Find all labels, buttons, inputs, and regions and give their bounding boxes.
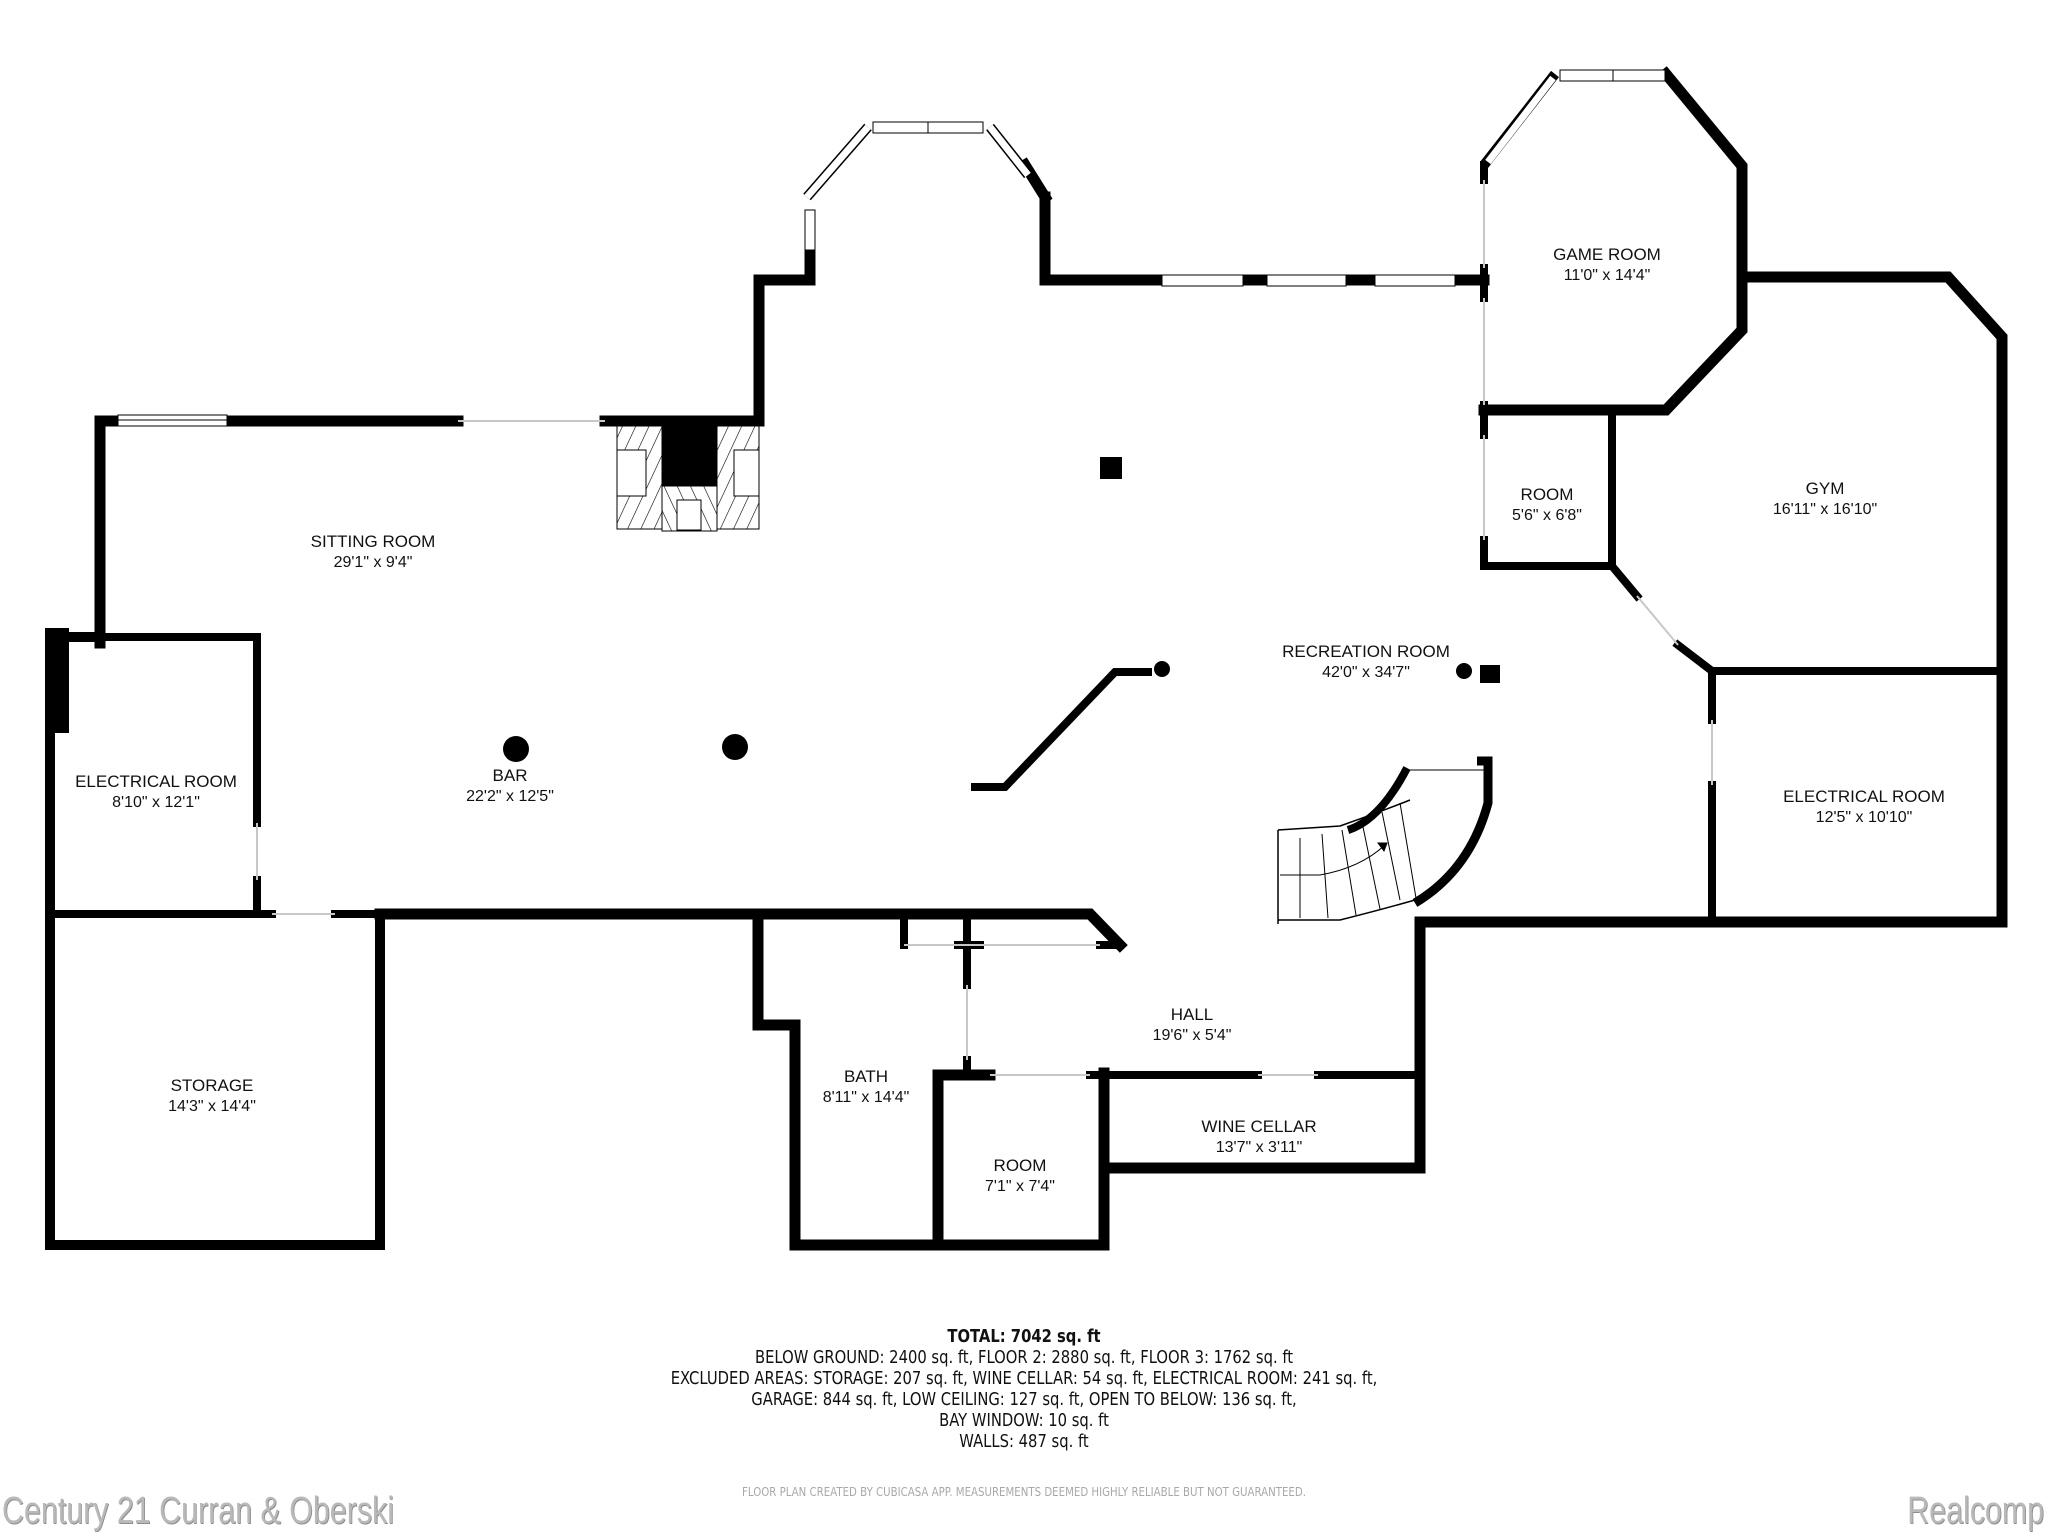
room-name: BATH (843, 1067, 889, 1086)
room-label-sitting-room: SITTING ROOM 29'1" x 9'4" (311, 531, 436, 573)
column-square-1 (1100, 457, 1122, 479)
wall-hall-top (374, 908, 1128, 953)
room-name: ELECTRICAL ROOM (75, 772, 237, 791)
door-openings (256, 180, 1713, 1076)
room-label-electrical-room-left: ELECTRICAL ROOM 8'10" x 12'1" (75, 771, 237, 813)
wall-elec-left (45, 632, 385, 1250)
room-dims: 29'1" x 9'4" (333, 554, 413, 571)
room-dims: 8'11" x 14'4" (822, 1089, 910, 1106)
wall-smallroom-diag-a (1606, 560, 1643, 602)
room-label-electrical-room-right: ELECTRICAL ROOM 12'5" x 10'10" (1783, 786, 1945, 828)
room-dims: 22'2" x 12'5" (466, 788, 554, 805)
area-summary: TOTAL: 7042 sq. ft BELOW GROUND: 2400 sq… (184, 1326, 1863, 1452)
wall-game-right (1478, 66, 1748, 416)
room-dims: 5'6" x 6'8" (1512, 507, 1582, 524)
room-label-storage: STORAGE 14'3" x 14'4" (168, 1075, 256, 1117)
room-dims: 8'10" x 12'1" (112, 794, 200, 811)
room-dims: 19'6" x 5'4" (1152, 1027, 1232, 1044)
wall-rec-left-column (753, 230, 816, 427)
room-name: ROOM (1520, 485, 1574, 504)
room-name: GAME ROOM (1553, 245, 1661, 264)
summary-excluded-1: EXCLUDED AREAS: STORAGE: 207 sq. ft, WIN… (670, 1368, 1378, 1389)
summary-excluded-2: GARAGE: 844 sq. ft, LOW CEILING: 127 sq.… (751, 1389, 1297, 1410)
room-name: ROOM (993, 1156, 1047, 1175)
summary-total: TOTAL: 7042 sq. ft (947, 1326, 1101, 1347)
chimney-block (45, 628, 69, 733)
room-dims: 14'3" x 14'4" (168, 1098, 256, 1115)
room-dims: 7'1" x 7'4" (985, 1178, 1055, 1195)
walls (45, 66, 2008, 1251)
column-round-1 (503, 736, 529, 762)
spiral-staircase (1277, 756, 1493, 924)
room-dims: 13'7" x 3'11" (1215, 1139, 1303, 1156)
room-label-bath: BATH 8'11" x 14'4" (823, 1066, 910, 1108)
summary-walls: WALLS: 487 sq. ft (959, 1431, 1089, 1452)
room-name: GYM (1805, 479, 1845, 498)
wall-bath (752, 908, 944, 1251)
room-label-room-small: ROOM 5'6" x 6'8" (1512, 484, 1582, 526)
room-dims: 11'0" x 14'4" (1563, 267, 1651, 284)
room-name: HALL (1170, 1005, 1214, 1024)
room-name: STORAGE (170, 1076, 254, 1095)
room-name: ELECTRICAL ROOM (1783, 787, 1945, 806)
room-name: WINE CELLAR (1201, 1117, 1317, 1136)
wall-smallroom-diag-b (1672, 639, 1718, 677)
column-square-2 (1480, 665, 1500, 683)
room-name: SITTING ROOM (310, 532, 436, 551)
column-round-4 (1456, 663, 1472, 679)
room-label-hall: HALL 19'6" x 5'4" (1153, 1004, 1232, 1046)
wall-gym-outer (1736, 271, 2008, 928)
room-name: BAR (492, 766, 528, 785)
watermark-realcomp: Realcomp (1907, 1490, 2044, 1532)
column-round-2 (722, 734, 748, 760)
wall-sitting-top (94, 415, 464, 649)
room-dims: 42'0" x 34'7" (1322, 664, 1410, 681)
watermark-brokerage: Century 21 Curran & Oberski (2, 1490, 394, 1532)
room-label-recreation-room: RECREATION ROOM 42'0" x 34'7" (1282, 641, 1450, 683)
wall-smallroom (1480, 408, 1616, 570)
room-dims: 12'5" x 10'10" (1815, 809, 1913, 826)
room-label-room-mid: ROOM 7'1" x 7'4" (985, 1155, 1055, 1197)
room-label-bar: BAR 22'2" x 12'5" (466, 765, 554, 807)
window-rec-top-2 (1266, 274, 1347, 287)
window-rec-top-3 (1374, 274, 1456, 287)
fireplace (616, 420, 760, 532)
column-round-3 (1154, 661, 1170, 677)
summary-bay-window: BAY WINDOW: 10 sq. ft (939, 1410, 1109, 1431)
summary-floors: BELOW GROUND: 2400 sq. ft, FLOOR 2: 2880… (754, 1347, 1294, 1368)
room-name: RECREATION ROOM (1282, 642, 1450, 661)
window-bay-left-side (804, 209, 816, 251)
room-label-gym: GYM 16'11" x 16'10" (1773, 478, 1877, 520)
disclaimer: FLOOR PLAN CREATED BY CUBICASA APP. MEAS… (742, 1485, 1306, 1499)
wall-bottom-right (1414, 916, 2008, 1079)
wall-wine-cellar (1098, 1067, 1426, 1174)
room-label-game-room: GAME ROOM 11'0" x 14'4" (1553, 244, 1661, 286)
wall-railing-diag (971, 668, 1152, 791)
window-rec-top-1 (1161, 274, 1244, 287)
room-label-wine-cellar: WINE CELLAR 13'7" x 3'11" (1201, 1116, 1316, 1158)
windows (117, 69, 1666, 427)
room-dims: 16'11" x 16'10" (1772, 501, 1878, 518)
